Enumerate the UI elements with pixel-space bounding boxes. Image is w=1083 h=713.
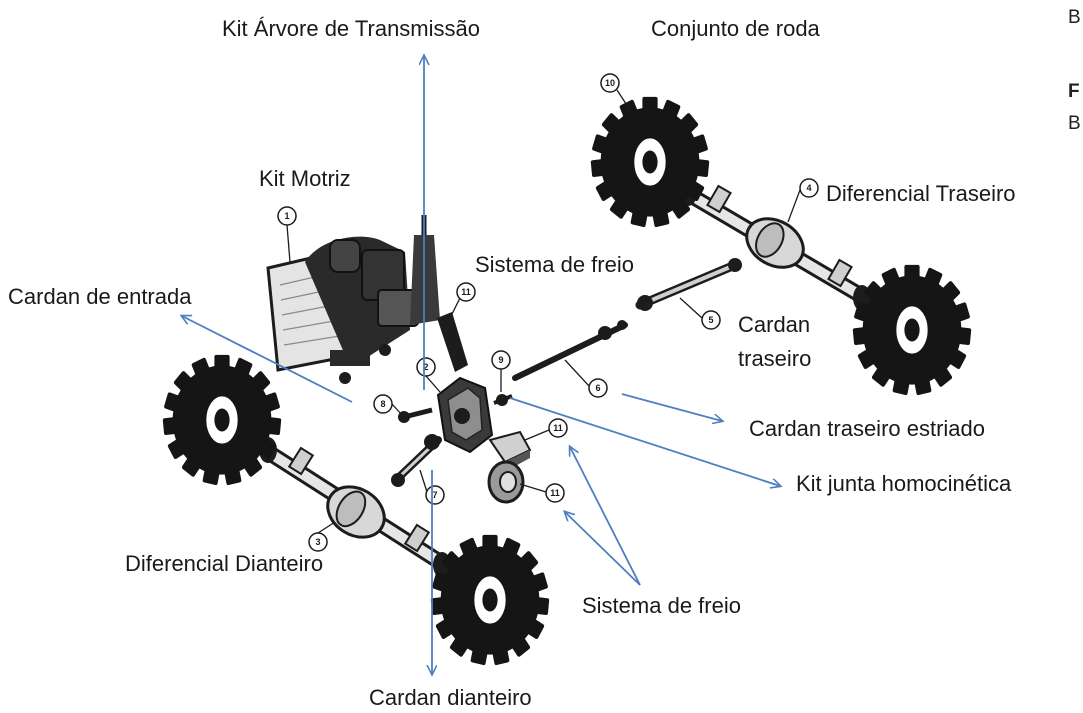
rear-right-wheel — [851, 263, 973, 397]
callout-4: 4 — [806, 183, 811, 193]
label-kit-motriz: Kit Motriz — [259, 166, 351, 191]
transfer-gearbox — [398, 376, 513, 454]
callout-2: 2 — [423, 362, 428, 372]
callout-numbers: 1 2 3 4 5 6 7 8 9 10 11 11 11 — [284, 78, 811, 547]
label-sistema-de-freio-top: Sistema de freio — [475, 252, 634, 277]
label-cardan-traseiro-line2: traseiro — [738, 346, 812, 371]
label-kit-arvore-transmissao: Kit Árvore de Transmissão — [222, 16, 480, 41]
callout-5: 5 — [708, 315, 713, 325]
callout-10: 10 — [605, 78, 615, 88]
label-conjunto-de-roda: Conjunto de roda — [651, 16, 820, 41]
label-cardan-de-entrada: Cardan de entrada — [8, 284, 192, 309]
label-cardan-traseiro-estriado: Cardan traseiro estriado — [749, 416, 986, 441]
callout-3: 3 — [315, 537, 320, 547]
callout-leaders — [286, 89, 801, 534]
label-diferencial-dianteiro: Diferencial Dianteiro — [125, 551, 324, 576]
arrow-freio-2 — [565, 512, 641, 586]
arrow-cardan-entrada — [182, 316, 353, 403]
rear-left-wheel — [589, 95, 711, 229]
callout-1: 1 — [284, 211, 289, 221]
brake-disc — [487, 460, 525, 504]
cropped-side-text-3: B — [1068, 113, 1081, 134]
label-diferencial-traseiro: Diferencial Traseiro — [826, 181, 1016, 206]
callout-6: 6 — [595, 383, 600, 393]
callout-8: 8 — [380, 399, 385, 409]
annotation-arrows — [182, 56, 780, 674]
brake-caliper-top — [437, 312, 468, 372]
arrow-cardan-traseiro-estriado — [621, 393, 722, 421]
callout-11a: 11 — [461, 287, 471, 297]
rear-cardan-shafts — [512, 258, 742, 381]
front-cardan-shaft — [391, 434, 442, 487]
callout-7: 7 — [432, 490, 437, 500]
engine-assembly — [266, 215, 440, 384]
label-sistema-de-freio-bottom: Sistema de freio — [582, 593, 741, 618]
label-cardan-dianteiro: Cardan dianteiro — [369, 685, 532, 710]
front-right-wheel — [429, 533, 551, 667]
callout-11b: 11 — [553, 423, 563, 433]
label-kit-junta-homocinetica: Kit junta homocinética — [796, 471, 1012, 496]
cropped-side-text-1: B — [1068, 7, 1081, 28]
label-cardan-traseiro-line1: Cardan — [738, 312, 811, 337]
callout-9: 9 — [498, 355, 503, 365]
callout-11c: 11 — [550, 488, 560, 498]
cropped-side-text-2: F — [1068, 81, 1080, 102]
arrow-freio-1 — [570, 447, 641, 586]
arrow-kit-junta — [509, 397, 780, 486]
front-left-wheel — [161, 353, 283, 487]
